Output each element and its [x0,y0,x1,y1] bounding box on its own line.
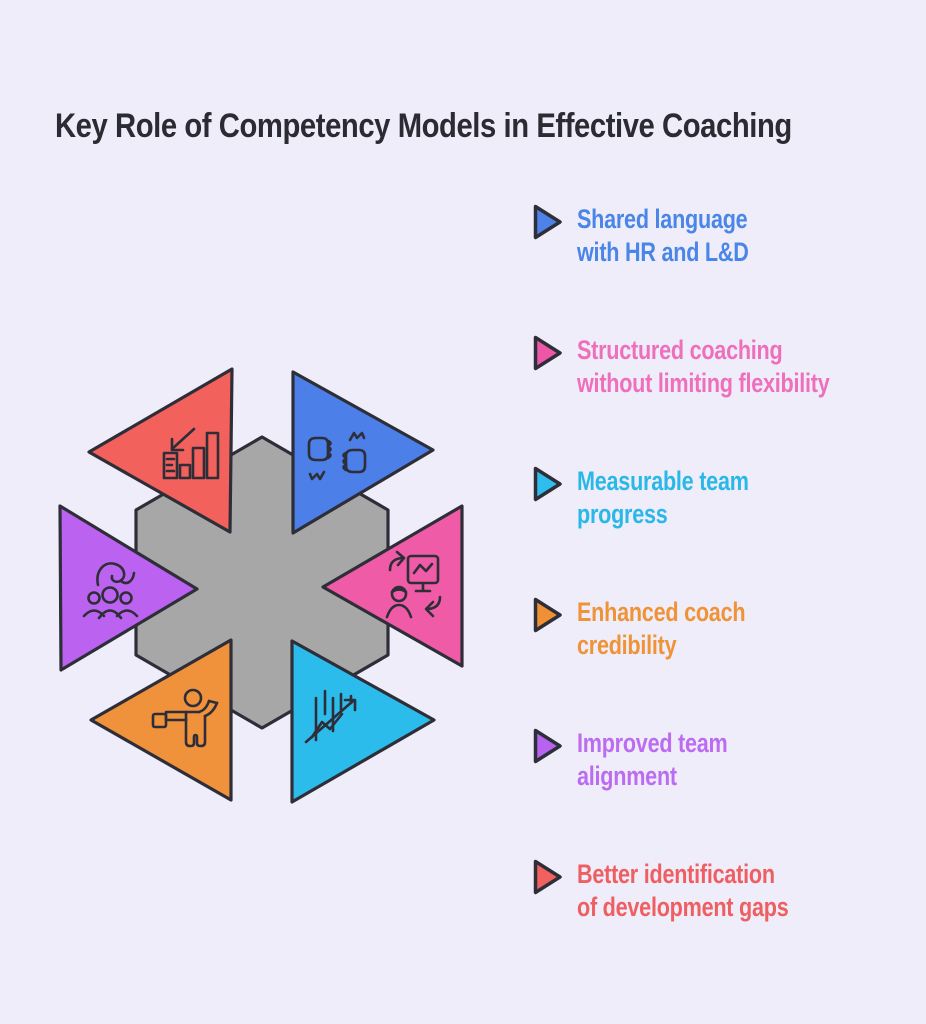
red-triangle [87,367,234,534]
purple-triangle [58,504,199,672]
triangle-marker-icon [533,728,562,764]
legend-line1: Improved team [577,728,728,758]
legend-item-measurable-progress: Measurable team progress [533,465,893,531]
legend-line2: alignment [577,761,677,791]
legend-label: Improved team alignment [577,727,728,793]
pink-triangle [321,504,464,668]
legend-line1: Structured coaching [577,335,783,365]
legend-item-coach-credibility: Enhanced coach credibility [533,596,893,662]
declining-bar-chart-icon [162,427,220,480]
triangle-marker-icon [533,466,562,502]
legend-line2: without limiting flexibility [577,368,830,398]
growth-chart-icon [304,689,357,744]
legend-item-structured-coaching: Structured coaching without limiting fle… [533,334,893,400]
triangle-marker-icon [533,859,562,895]
legend-label: Structured coaching without limiting fle… [577,334,830,400]
page-title: Key Role of Competency Models in Effecti… [55,106,792,145]
triangle-marker-icon [533,204,562,240]
legend-line1: Shared language [577,204,748,234]
triangle-marker-icon [533,597,562,633]
person-greeting-icon [151,688,219,748]
orange-triangle [89,638,233,802]
legend-line2: credibility [577,630,677,660]
fist-bump-icon [307,431,367,481]
triangle-marker-icon [533,335,562,371]
legend-label: Measurable team progress [577,465,749,531]
cyan-triangle [290,639,436,804]
presenter-exchange-icon [385,550,442,619]
legend-item-development-gaps: Better identification of development gap… [533,858,893,924]
legend-line2: of development gaps [577,892,789,922]
legend-line1: Enhanced coach [577,597,746,627]
legend: Shared language with HR and L&D Structur… [533,203,893,989]
legend-label: Better identification of development gap… [577,858,789,924]
legend-line2: progress [577,499,668,529]
legend-line1: Better identification [577,859,775,889]
legend-line2: with HR and L&D [577,237,749,267]
legend-label: Enhanced coach credibility [577,596,746,662]
legend-item-shared-language: Shared language with HR and L&D [533,203,893,269]
legend-line1: Measurable team [577,466,749,496]
team-group-icon [82,562,139,620]
legend-label: Shared language with HR and L&D [577,203,749,269]
legend-item-team-alignment: Improved team alignment [533,727,893,793]
